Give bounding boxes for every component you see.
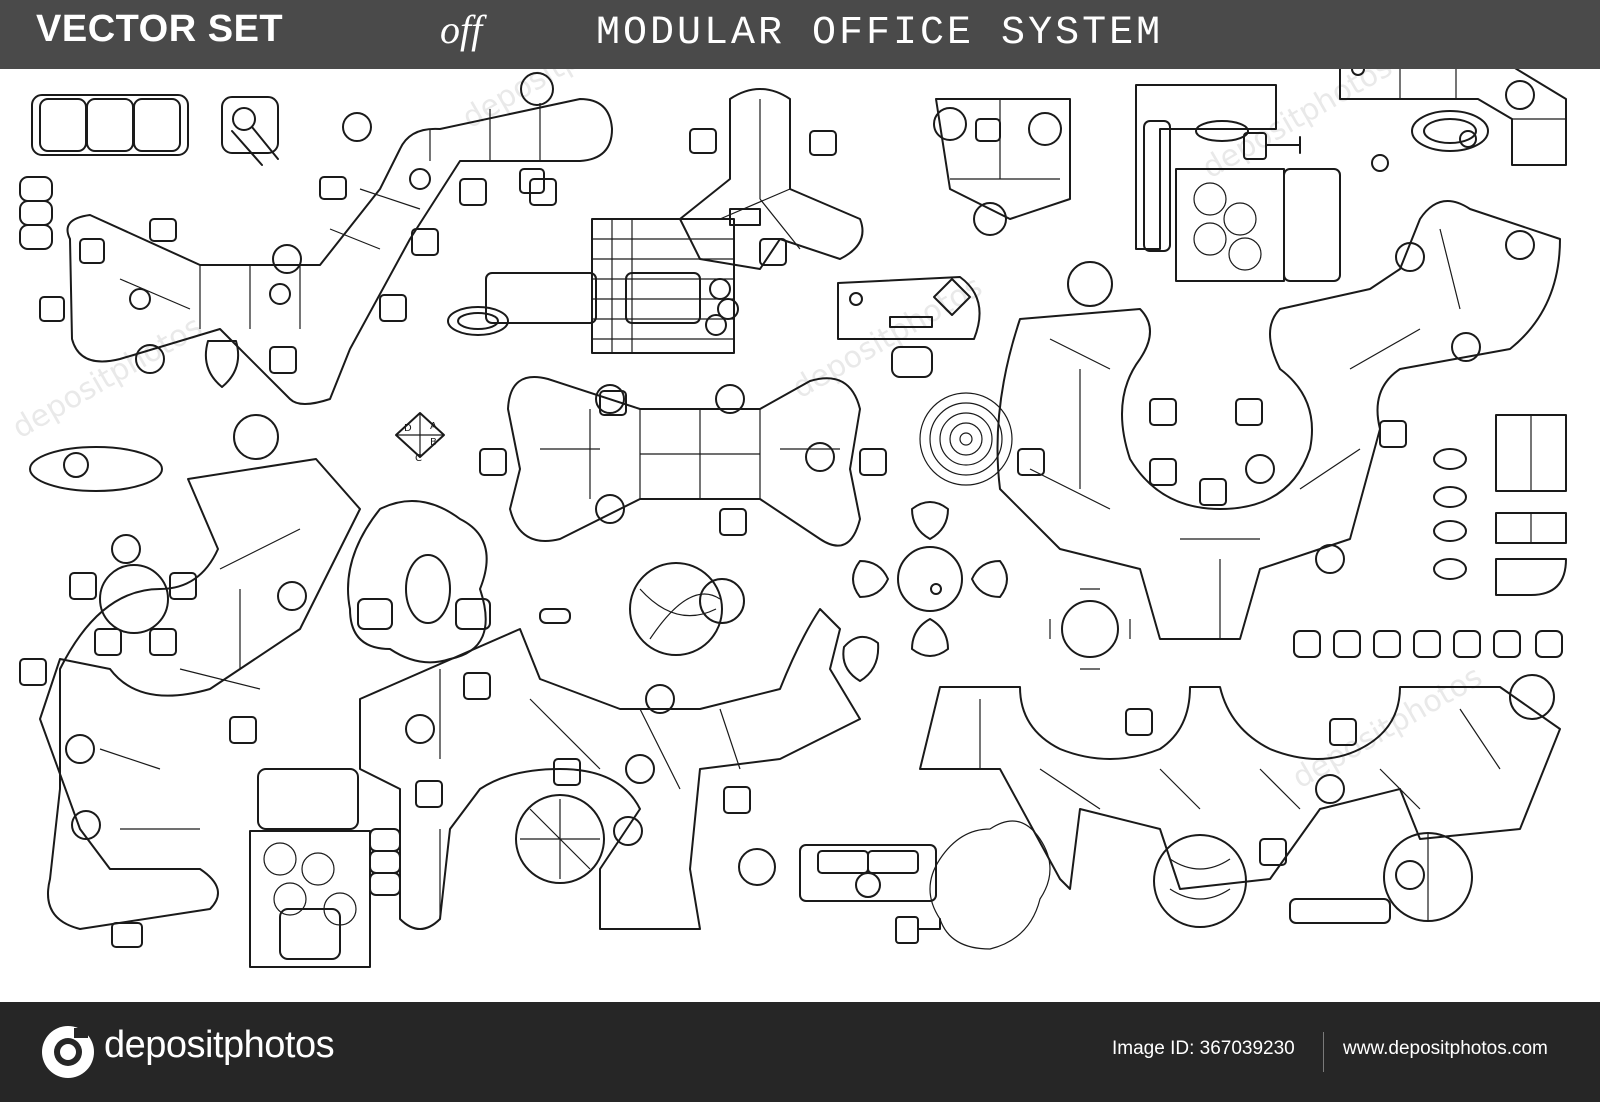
floor-plan-drawing: depositphotos depositphotos depositphoto… xyxy=(7,69,1567,968)
cabinets-right xyxy=(1495,414,1567,596)
round-rug-center xyxy=(919,392,1013,486)
lounge-blob-mirror xyxy=(347,500,491,664)
armchair-with-person-top xyxy=(221,96,279,166)
header-banner: VECTOR SET off MODULAR OFFICE SYSTEM xyxy=(0,0,1600,69)
footer-divider xyxy=(1323,1032,1324,1072)
compass-label-a: A xyxy=(430,421,437,432)
chair-row-right xyxy=(1293,630,1563,658)
svg-text:depositphotos: depositphotos xyxy=(7,309,209,446)
tree-outline-lower xyxy=(929,820,1051,950)
title-vector-set: VECTOR SET xyxy=(36,8,284,50)
ring-workstation-cluster-right xyxy=(996,130,1561,640)
round-table-four-chairs-center xyxy=(852,501,1008,657)
lounge-area-center-top xyxy=(447,218,739,354)
workstation-cluster-center xyxy=(479,376,887,547)
svg-text:depositphotos: depositphotos xyxy=(787,269,989,406)
lounge-room-top-right xyxy=(1135,84,1341,282)
lounge-sofa-oval-left xyxy=(29,446,163,492)
ottoman-stack-left xyxy=(19,176,53,250)
watermarks: depositphotos depositphotos depositphoto… xyxy=(7,69,1489,796)
three-arm-cluster-lower-middle xyxy=(359,562,880,930)
footer-banner: depositphotos Image ID: 367039230 www.de… xyxy=(0,1002,1600,1102)
compass-rose: A B C D xyxy=(395,412,445,464)
triangle-desk-cluster-top xyxy=(529,88,864,270)
title-off: off xyxy=(440,7,483,52)
site-url[interactable]: www.depositphotos.com xyxy=(1343,1038,1548,1059)
compass-label-d: D xyxy=(404,423,412,434)
title-modular-office-system: MODULAR OFFICE SYSTEM xyxy=(596,11,1164,56)
sofa-with-person-lower-middle xyxy=(799,844,941,944)
seat-column-right xyxy=(1433,448,1467,580)
three-desk-pod-top xyxy=(933,98,1071,236)
corner-bench-top-right xyxy=(1339,69,1567,172)
depositphotos-logo-icon xyxy=(42,1026,94,1078)
floor-plan-canvas: depositphotos depositphotos depositphoto… xyxy=(0,69,1600,1002)
plants xyxy=(233,261,1555,886)
round-table-right-middle xyxy=(1049,588,1131,670)
workstation-cluster-lower-right xyxy=(919,686,1561,928)
reception-desk-center xyxy=(837,276,981,378)
brand-name: depositphotos xyxy=(104,1024,335,1066)
image-id-label: Image ID: 367039230 xyxy=(1112,1038,1295,1059)
workstation-cluster-top-left xyxy=(39,72,613,405)
three-arm-cluster-lower-left xyxy=(19,458,361,948)
compass-label-c: C xyxy=(415,453,422,464)
compass-label-b: B xyxy=(430,437,437,448)
svg-text:depositphotos: depositphotos xyxy=(457,69,659,136)
sofa-top-left xyxy=(31,94,189,156)
lounge-lower-left xyxy=(249,768,401,968)
